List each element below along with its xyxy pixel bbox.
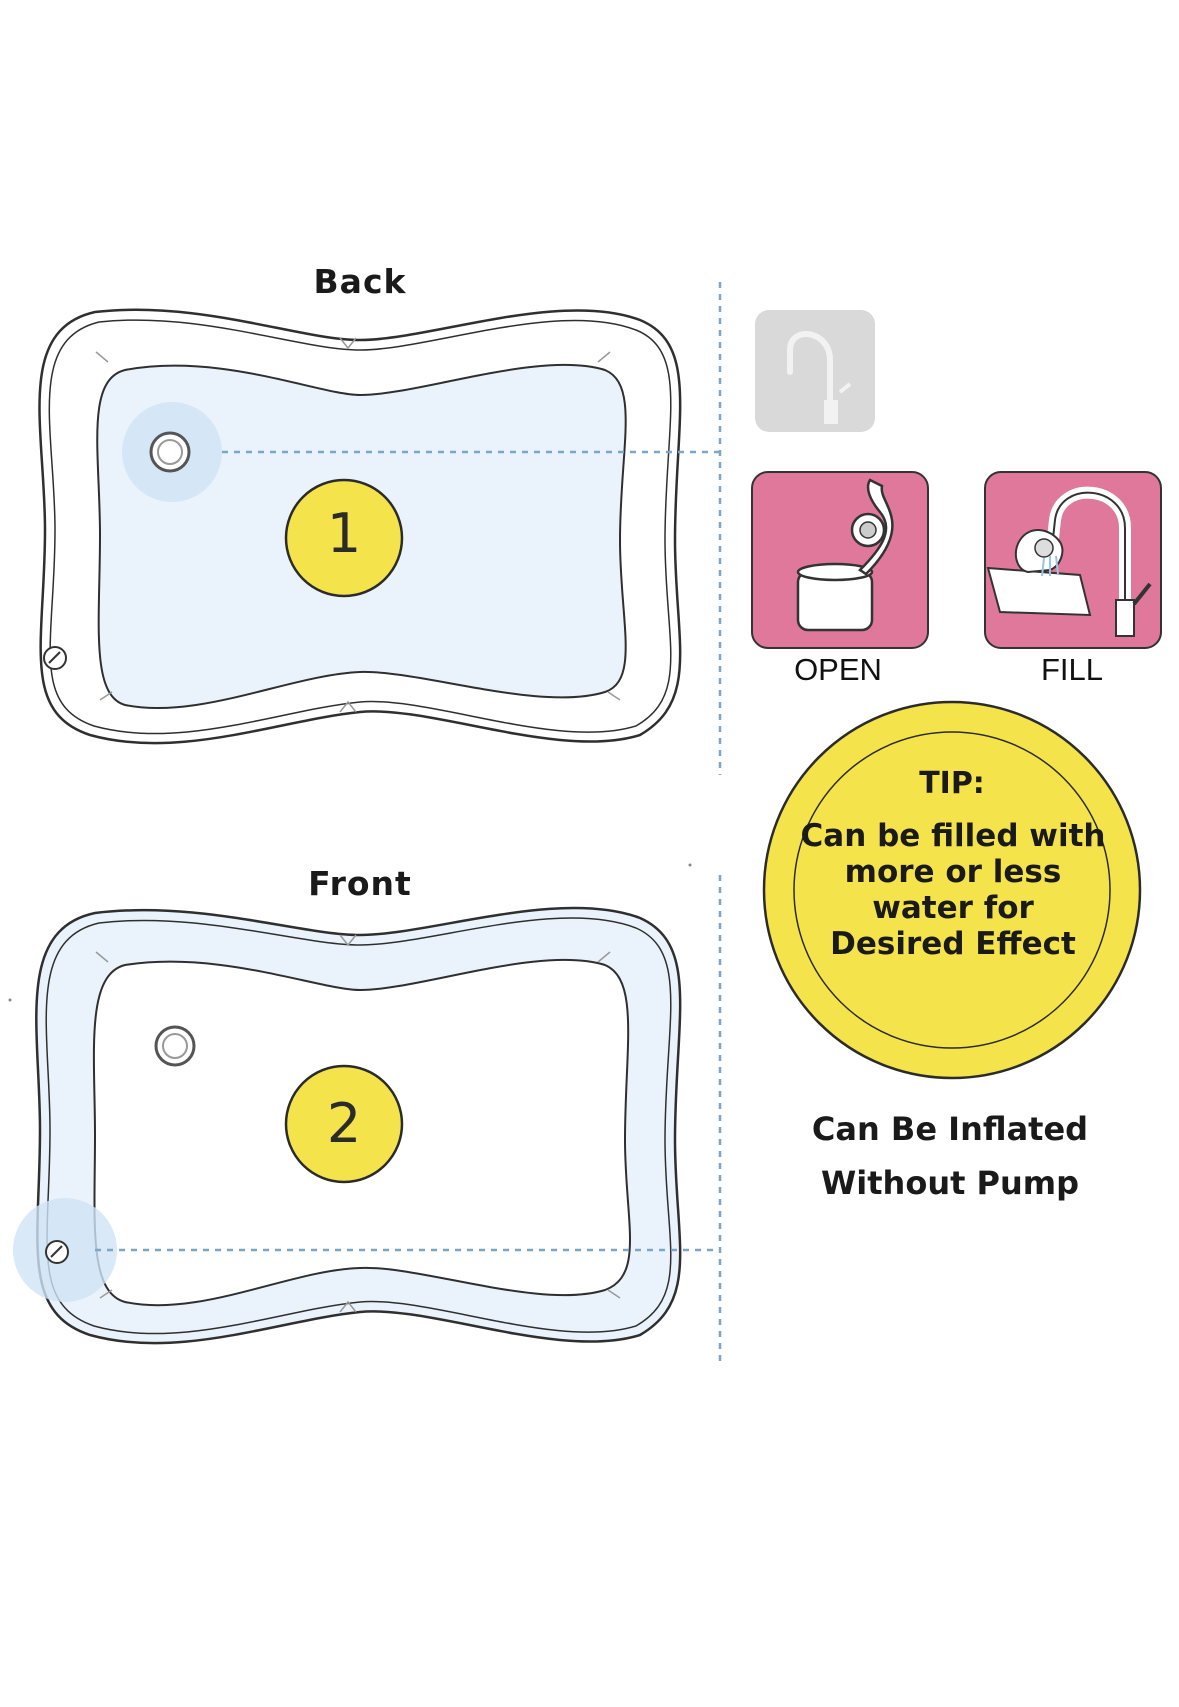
front-valve-icon [154,1025,196,1067]
tip-circle [762,700,1142,1080]
step-badge-2 [284,1064,404,1184]
back-mat [38,308,682,745]
step-number-1: 1 [326,502,362,565]
valve-open-icon [751,471,929,649]
tip-heading: TIP: [919,766,985,801]
inflate-note: Can Be Inflated Without Pump [811,1110,1089,1202]
faucet-icon [755,310,875,432]
front-side-valve-icon [45,1240,69,1264]
faucet-fill-icon [984,471,1162,649]
fill-step-label: FILL [1040,652,1104,687]
front-panel-title: Front [308,864,412,903]
open-step-label: OPEN [794,652,882,687]
back-panel-title: Back [313,262,407,301]
tip-body: Can be filled with more or less water fo… [800,818,1106,962]
back-valve-icon [149,431,191,473]
step-number-2: 2 [326,1092,362,1155]
front-mat [13,906,682,1345]
back-side-valve-icon [43,646,67,670]
step-badge-1 [284,478,404,598]
